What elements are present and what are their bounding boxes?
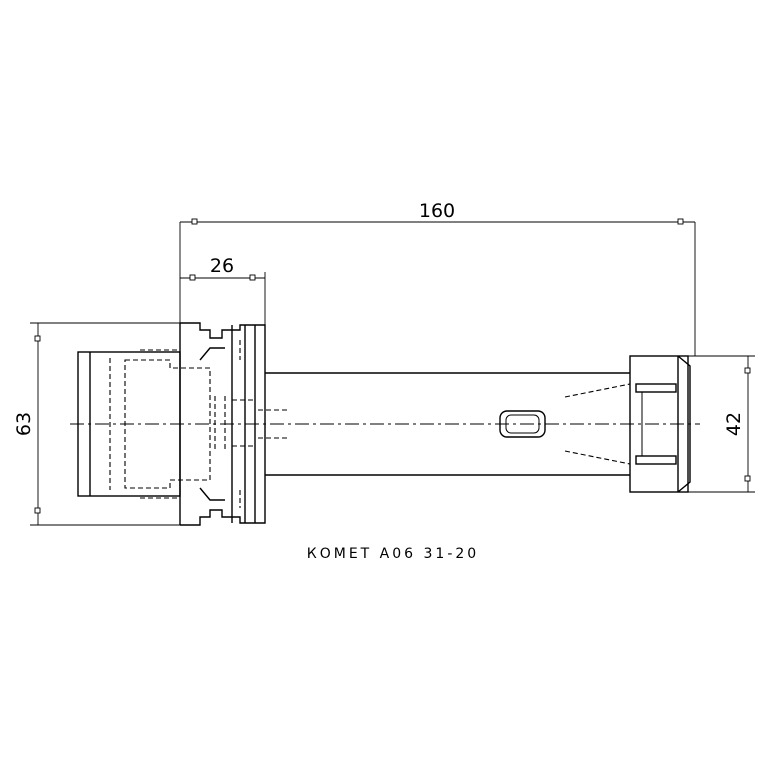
drawing-caption: КОМЕТ A06 31-20 <box>307 546 479 562</box>
dimension-label-160: 160 <box>419 200 455 222</box>
dimension-flange-diameter: 63 <box>13 322 180 526</box>
dimension-label-63: 63 <box>13 412 35 436</box>
dimension-label-42: 42 <box>723 412 745 436</box>
dimension-flange-length: 26 <box>180 255 266 325</box>
dimension-label-26: 26 <box>210 255 234 277</box>
dimension-overall-length: 160 <box>179 200 696 356</box>
shank-body <box>77 322 266 526</box>
dimension-nut-diameter: 42 <box>688 355 755 493</box>
